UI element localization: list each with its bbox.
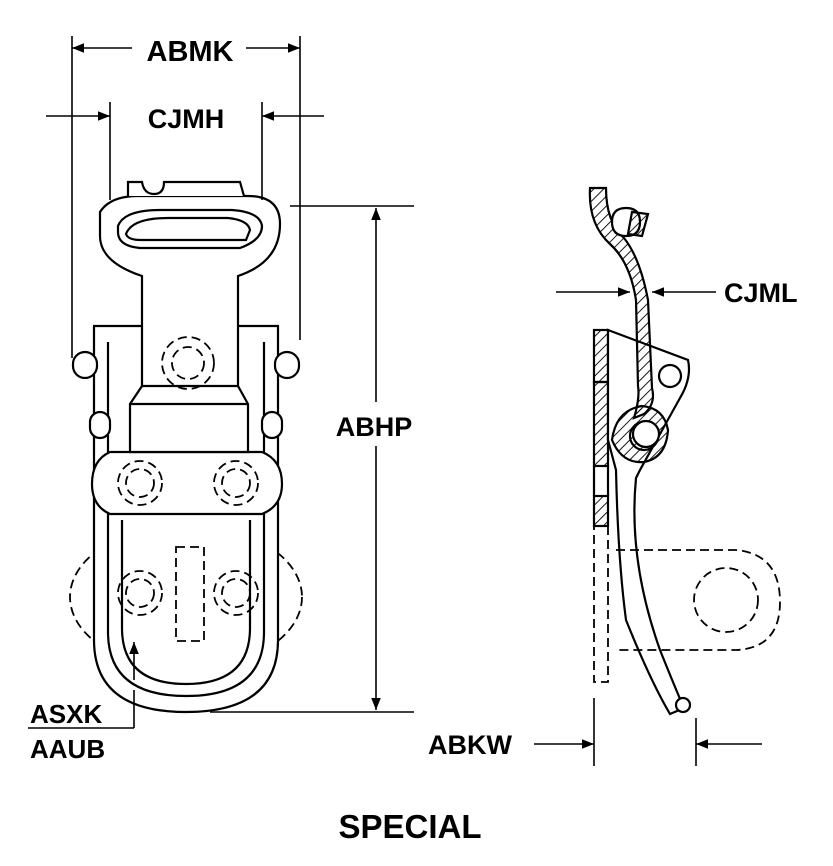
right-ear-2 bbox=[260, 410, 284, 440]
mid-barrel bbox=[90, 450, 284, 516]
asxk-label: ASXK bbox=[30, 699, 102, 729]
side-pivot-top bbox=[657, 363, 683, 389]
left-ear bbox=[71, 350, 99, 380]
abmk-label: ABMK bbox=[147, 36, 234, 68]
cjml-label: CJML bbox=[724, 278, 798, 308]
right-ear bbox=[273, 350, 301, 380]
side-lever-hatched bbox=[588, 186, 655, 420]
aaub-label: AAUB bbox=[30, 734, 105, 764]
lever-slot bbox=[116, 208, 264, 250]
latch-body-inner bbox=[106, 342, 266, 698]
lever-slot-inner bbox=[124, 216, 252, 242]
slot-dashed bbox=[175, 546, 205, 642]
lever-arm bbox=[98, 194, 282, 454]
side-dimensions: CJML ABKW bbox=[428, 278, 798, 766]
side-keeper-hole bbox=[693, 567, 759, 633]
side-hook-hole bbox=[631, 419, 661, 449]
caption-special: SPECIAL bbox=[338, 808, 481, 845]
plate-hatched-1 bbox=[592, 328, 610, 384]
side-tip-pin bbox=[674, 696, 692, 714]
abkw-label: ABKW bbox=[428, 730, 512, 760]
front-dimensions: ABMK CJMH ABHP ASXK AAUB bbox=[28, 36, 414, 764]
plate-hatched-2 bbox=[592, 380, 610, 468]
left-ear-2 bbox=[88, 410, 112, 440]
abhp-label: ABHP bbox=[336, 412, 413, 442]
plate-dashed bbox=[593, 525, 609, 683]
side-lever-tab bbox=[626, 210, 650, 238]
side-view bbox=[588, 186, 781, 716]
side-keeper-dashed bbox=[616, 549, 781, 651]
front-view bbox=[69, 180, 303, 714]
lever-rivet-outer bbox=[161, 336, 215, 390]
latch-body-inner-2 bbox=[120, 520, 252, 686]
plate-hatched-3 bbox=[592, 494, 610, 528]
lever-rivet-inner bbox=[171, 346, 205, 380]
rivet-holes bbox=[117, 460, 259, 616]
cjmh-label: CJMH bbox=[148, 104, 225, 134]
lever-top-notch bbox=[126, 180, 246, 197]
